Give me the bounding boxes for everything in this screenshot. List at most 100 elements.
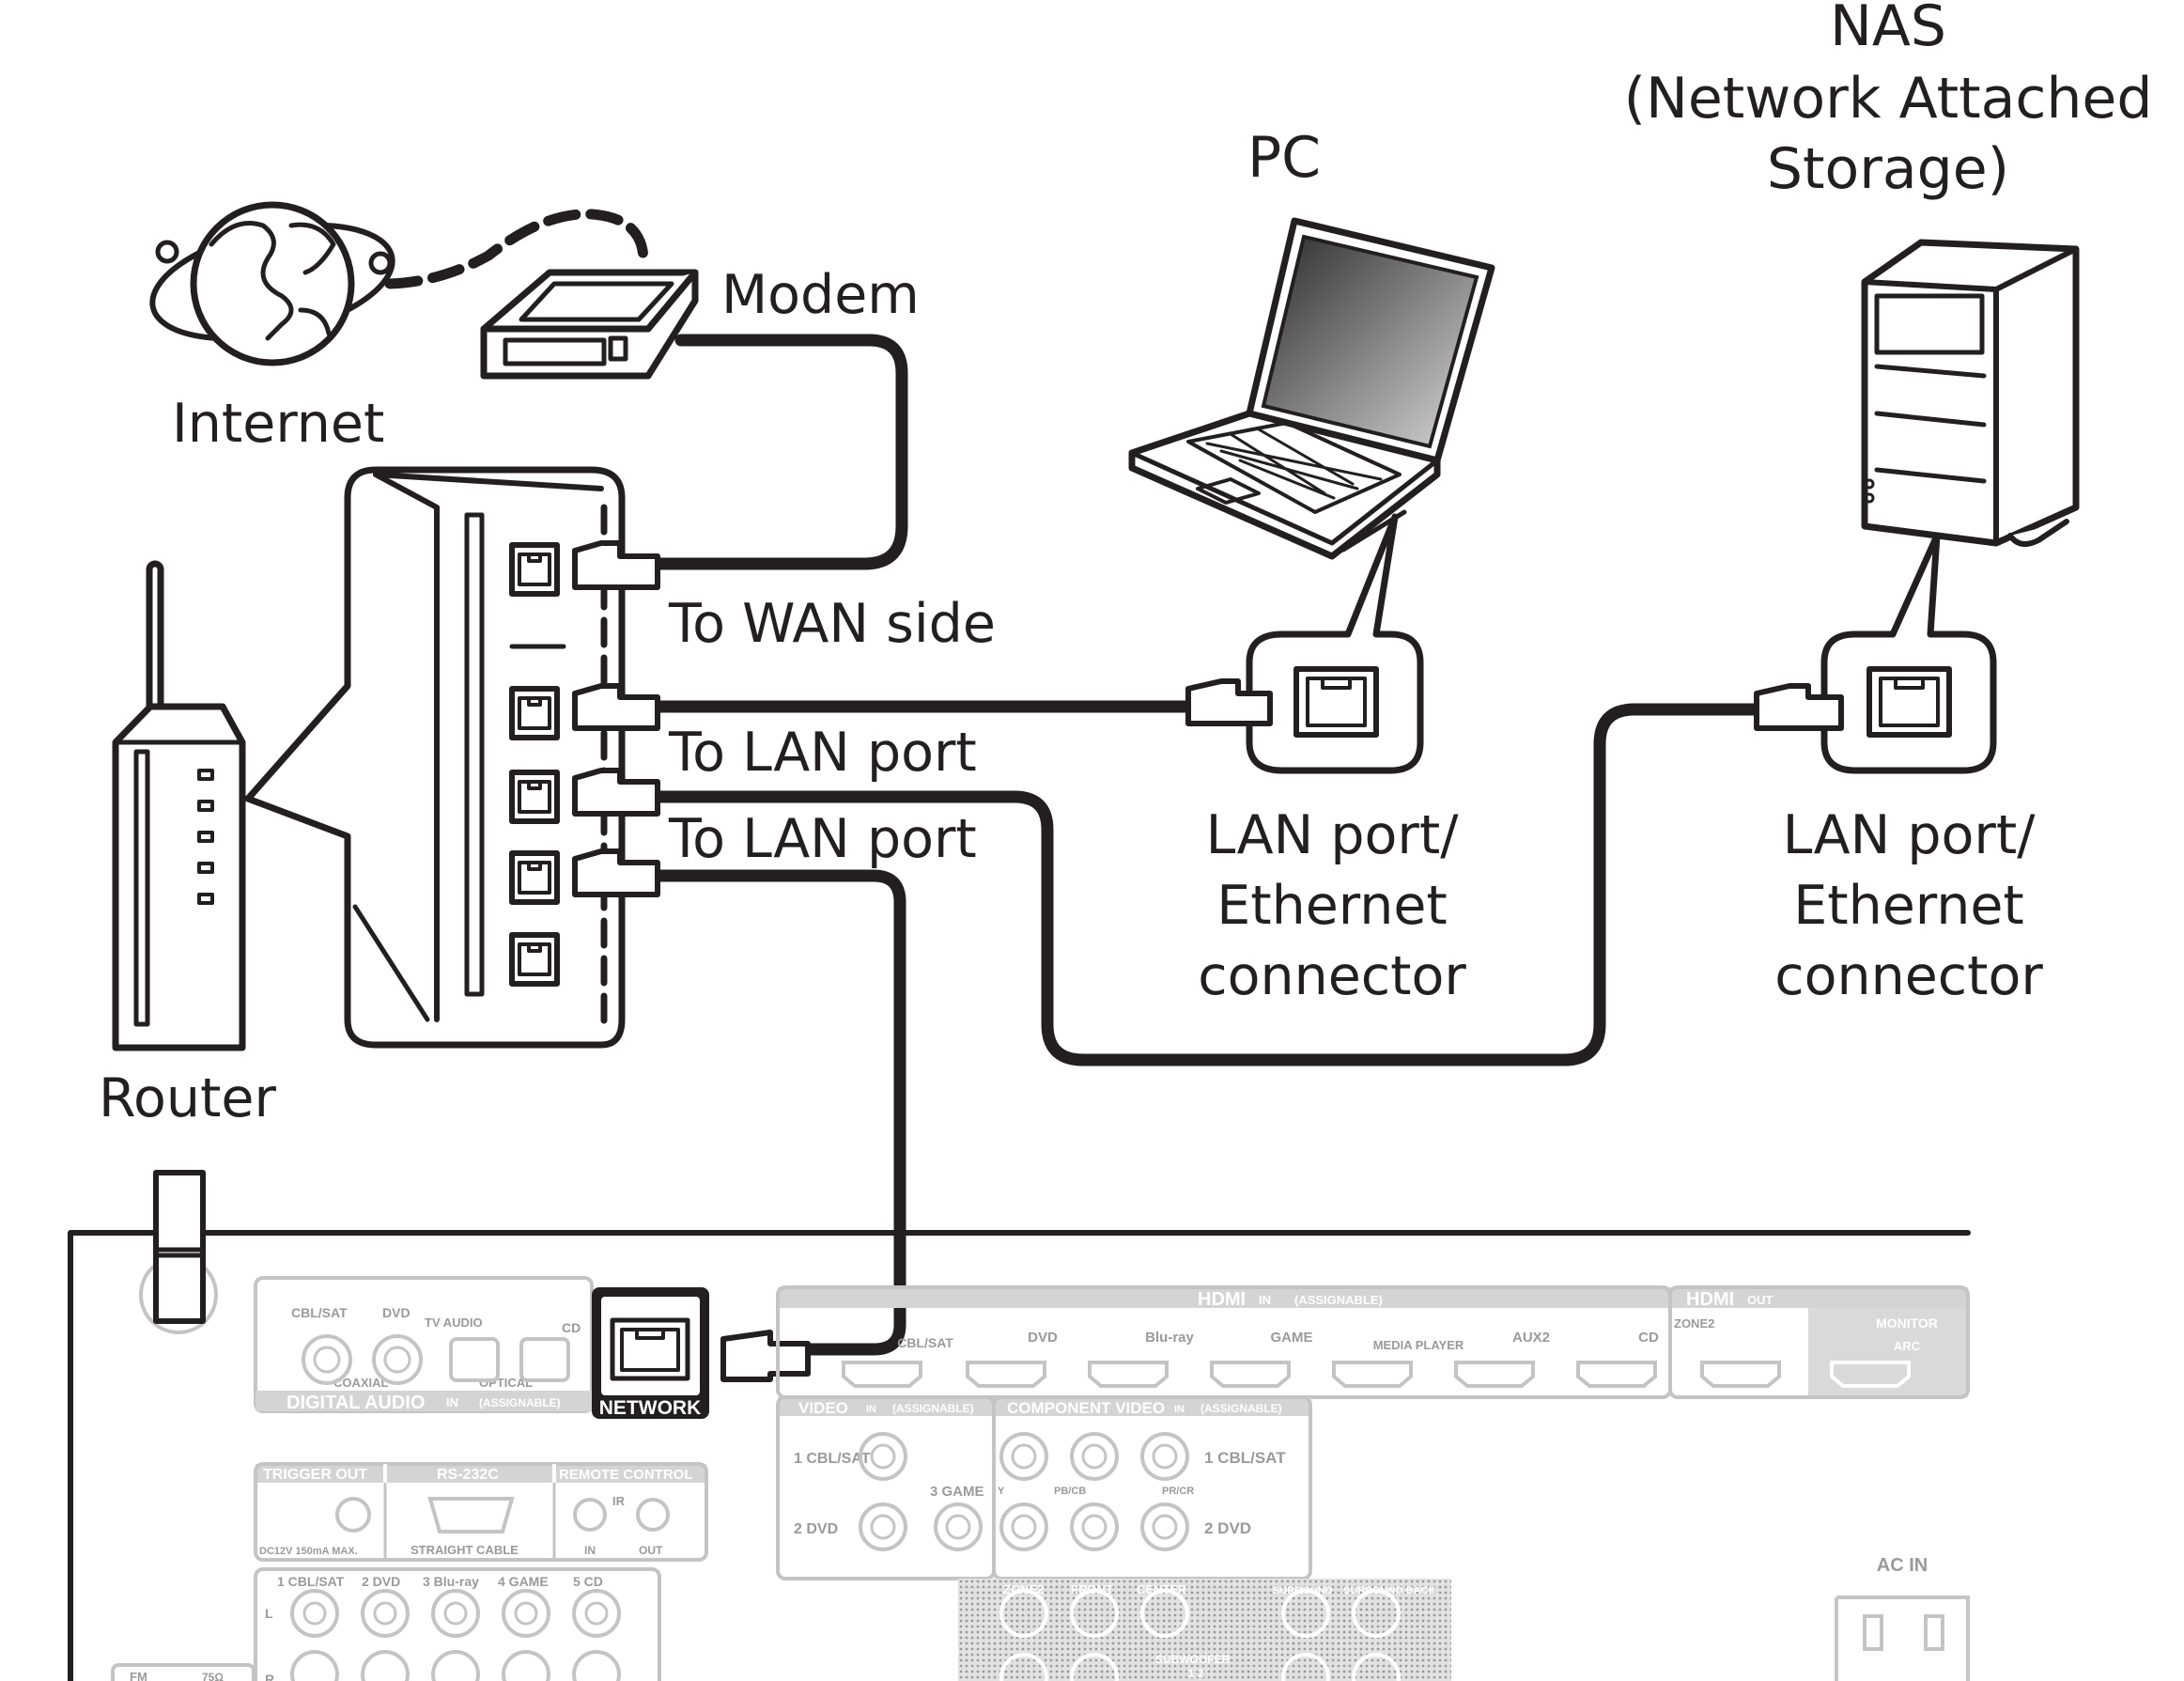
internet-label: Internet xyxy=(172,393,384,455)
receiver-rear-panel: DIGITAL AUDIO IN (ASSIGNABLE) COAXIAL OP… xyxy=(68,1170,1971,1681)
hdmi-in-7: CD xyxy=(1638,1330,1659,1346)
hdmi-out-title: HDMI xyxy=(1686,1289,1734,1310)
straight-cable-label: STRAIGHT CABLE xyxy=(410,1543,519,1557)
trigger-out-label: TRIGGER OUT xyxy=(263,1467,367,1483)
modem-label: Modem xyxy=(721,264,920,326)
pc-label: PC xyxy=(1247,125,1321,191)
to-lan-label-2: To LAN port xyxy=(668,808,977,870)
digital-audio-section: DIGITAL AUDIO IN (ASSIGNABLE) COAXIAL OP… xyxy=(254,1276,594,1413)
hdmi-zone2-label: ZONE2 xyxy=(1674,1316,1714,1331)
hdmi-out-badge: OUT xyxy=(1747,1293,1774,1307)
remote-ir-label: IR xyxy=(612,1494,626,1508)
ac-in-label: AC IN xyxy=(1877,1555,1928,1576)
hdmi-in-6: AUX2 xyxy=(1512,1330,1550,1346)
audio-in-2: 2 DVD xyxy=(362,1574,400,1589)
coaxial-label: COAXIAL xyxy=(333,1376,389,1390)
router-lan-plug-3 xyxy=(572,848,660,897)
nas-port-label-2: Ethernet xyxy=(1793,875,2024,937)
nas-label-3: Storage) xyxy=(1767,136,2009,202)
digital-in-1: CBL/SAT xyxy=(291,1305,348,1320)
router-callout xyxy=(244,466,660,1049)
to-lan-label-1: To LAN port xyxy=(668,722,977,784)
hdmi-monitor-label: MONITOR xyxy=(1876,1315,1938,1331)
video-in-1: 1 CBL/SAT xyxy=(794,1451,871,1467)
nas-plug xyxy=(1754,683,1844,731)
router-label: Router xyxy=(99,1067,276,1129)
router-to-network-cable xyxy=(651,869,906,1356)
hdmi-in-3: Blu-ray xyxy=(1145,1330,1194,1346)
ac-in-section: AC IN xyxy=(1835,1555,1970,1681)
internet-globe-icon xyxy=(149,201,395,366)
pre-out-section: ZONE2 FRONT CENTER SURROUND SURROUND BAC… xyxy=(958,1579,1451,1681)
nas-port-label-1: LAN port/ xyxy=(1783,804,2037,866)
component-title: COMPONENT VIDEO xyxy=(1007,1399,1165,1417)
hdmi-in-2: DVD xyxy=(1028,1330,1058,1346)
hdmi-in-section: HDMI IN (ASSIGNABLE) CBL/SAT DVD Blu-ray… xyxy=(776,1285,1672,1399)
fm-label: FM xyxy=(130,1670,147,1681)
component-in-2: 2 DVD xyxy=(1204,1519,1251,1537)
component-in-1: 1 CBL/SAT xyxy=(1204,1449,1286,1467)
internet-to-modem-link xyxy=(384,209,649,289)
router-lan-port-4 xyxy=(509,932,560,987)
router-lan-plug-1 xyxy=(572,683,660,731)
router-lan-port-2 xyxy=(509,770,560,824)
nas-port-callout xyxy=(1820,532,1997,774)
router-to-nas-cable xyxy=(651,703,1763,1066)
component-pb: PB/CB xyxy=(1054,1486,1086,1497)
hdmi-in-title: HDMI xyxy=(1198,1289,1246,1310)
component-y: Y xyxy=(998,1486,1005,1497)
nas-port-label-3: connector xyxy=(1774,945,2043,1007)
to-wan-label: To WAN side xyxy=(668,593,996,655)
control-section: TRIGGER OUT RS-232C REMOTE CONTROL DC12V… xyxy=(254,1462,708,1562)
audio-r-label: R xyxy=(265,1672,274,1681)
hdmi-in-4: GAME xyxy=(1271,1330,1313,1346)
audio-in-4: 4 GAME xyxy=(498,1574,549,1589)
hdmi-out-section: HDMI OUT ZONE2 MONITOR ARC xyxy=(1668,1285,1970,1399)
nas-label-1: NAS xyxy=(1830,0,1946,59)
digital-in-4: CD xyxy=(562,1320,581,1335)
video-section: VIDEO IN (ASSIGNABLE) 1 CBL/SAT 2 DVD 3 … xyxy=(776,1395,996,1580)
digital-in-2: DVD xyxy=(382,1305,410,1320)
preout-subwoofer-nums: 1 2 xyxy=(1188,1667,1204,1680)
router-wan-port xyxy=(509,542,560,597)
component-assignable: (ASSIGNABLE) xyxy=(1200,1402,1282,1415)
audio-in-3: 3 Blu-ray xyxy=(423,1574,479,1589)
cables xyxy=(384,209,1763,1356)
router-lan-plug-2 xyxy=(572,768,660,817)
hdmi-in-badge: IN xyxy=(1259,1293,1271,1307)
hdmi-in-assignable: (ASSIGNABLE) xyxy=(1294,1293,1383,1307)
pc-laptop-icon xyxy=(1128,217,1495,560)
hdmi-arc-label: ARC xyxy=(1894,1339,1921,1353)
analog-audio-section: 1 CBL/SAT 2 DVD 3 Blu-ray 4 GAME 5 CD L … xyxy=(254,1567,661,1681)
component-video-section: COMPONENT VIDEO IN (ASSIGNABLE) 1 CBL/SA… xyxy=(992,1395,1312,1580)
network-port: NETWORK xyxy=(592,1287,709,1419)
digital-audio-in-badge: IN xyxy=(446,1395,458,1409)
fm-ohm-label: 75Ω xyxy=(202,1671,224,1681)
digital-in-3: TV AUDIO xyxy=(425,1315,483,1330)
nas-tower-icon xyxy=(1861,239,2080,547)
audio-in-1: 1 CBL/SAT xyxy=(277,1574,345,1589)
hdmi-in-1: CBL/SAT xyxy=(897,1335,953,1350)
hdmi-in-5: MEDIA PLAYER xyxy=(1373,1338,1464,1352)
video-in-badge: IN xyxy=(866,1404,876,1415)
pc-port-label-3: connector xyxy=(1198,945,1466,1007)
router-lan-port-3 xyxy=(509,850,560,905)
remote-out-label: OUT xyxy=(639,1544,663,1557)
router-icon xyxy=(112,560,246,1051)
rs232c-label: RS-232C xyxy=(437,1467,499,1483)
preout-subwoofer: SUBWOOFER xyxy=(1155,1653,1231,1666)
optical-label: OPTICAL xyxy=(479,1376,533,1390)
audio-l-label: L xyxy=(265,1606,273,1621)
nas-label-2: (Network Attached xyxy=(1624,66,2153,132)
video-in-2: 2 DVD xyxy=(794,1521,838,1537)
video-in-3: 3 GAME xyxy=(930,1484,984,1500)
antenna-connector xyxy=(139,1170,218,1334)
pc-port-label-1: LAN port/ xyxy=(1206,804,1460,866)
pc-port-callout xyxy=(1246,513,1424,774)
video-title: VIDEO xyxy=(798,1399,848,1417)
digital-audio-title: DIGITAL AUDIO xyxy=(287,1393,425,1413)
component-in-badge: IN xyxy=(1174,1404,1185,1415)
digital-audio-assignable: (ASSIGNABLE) xyxy=(479,1396,561,1409)
video-assignable: (ASSIGNABLE) xyxy=(892,1402,974,1415)
